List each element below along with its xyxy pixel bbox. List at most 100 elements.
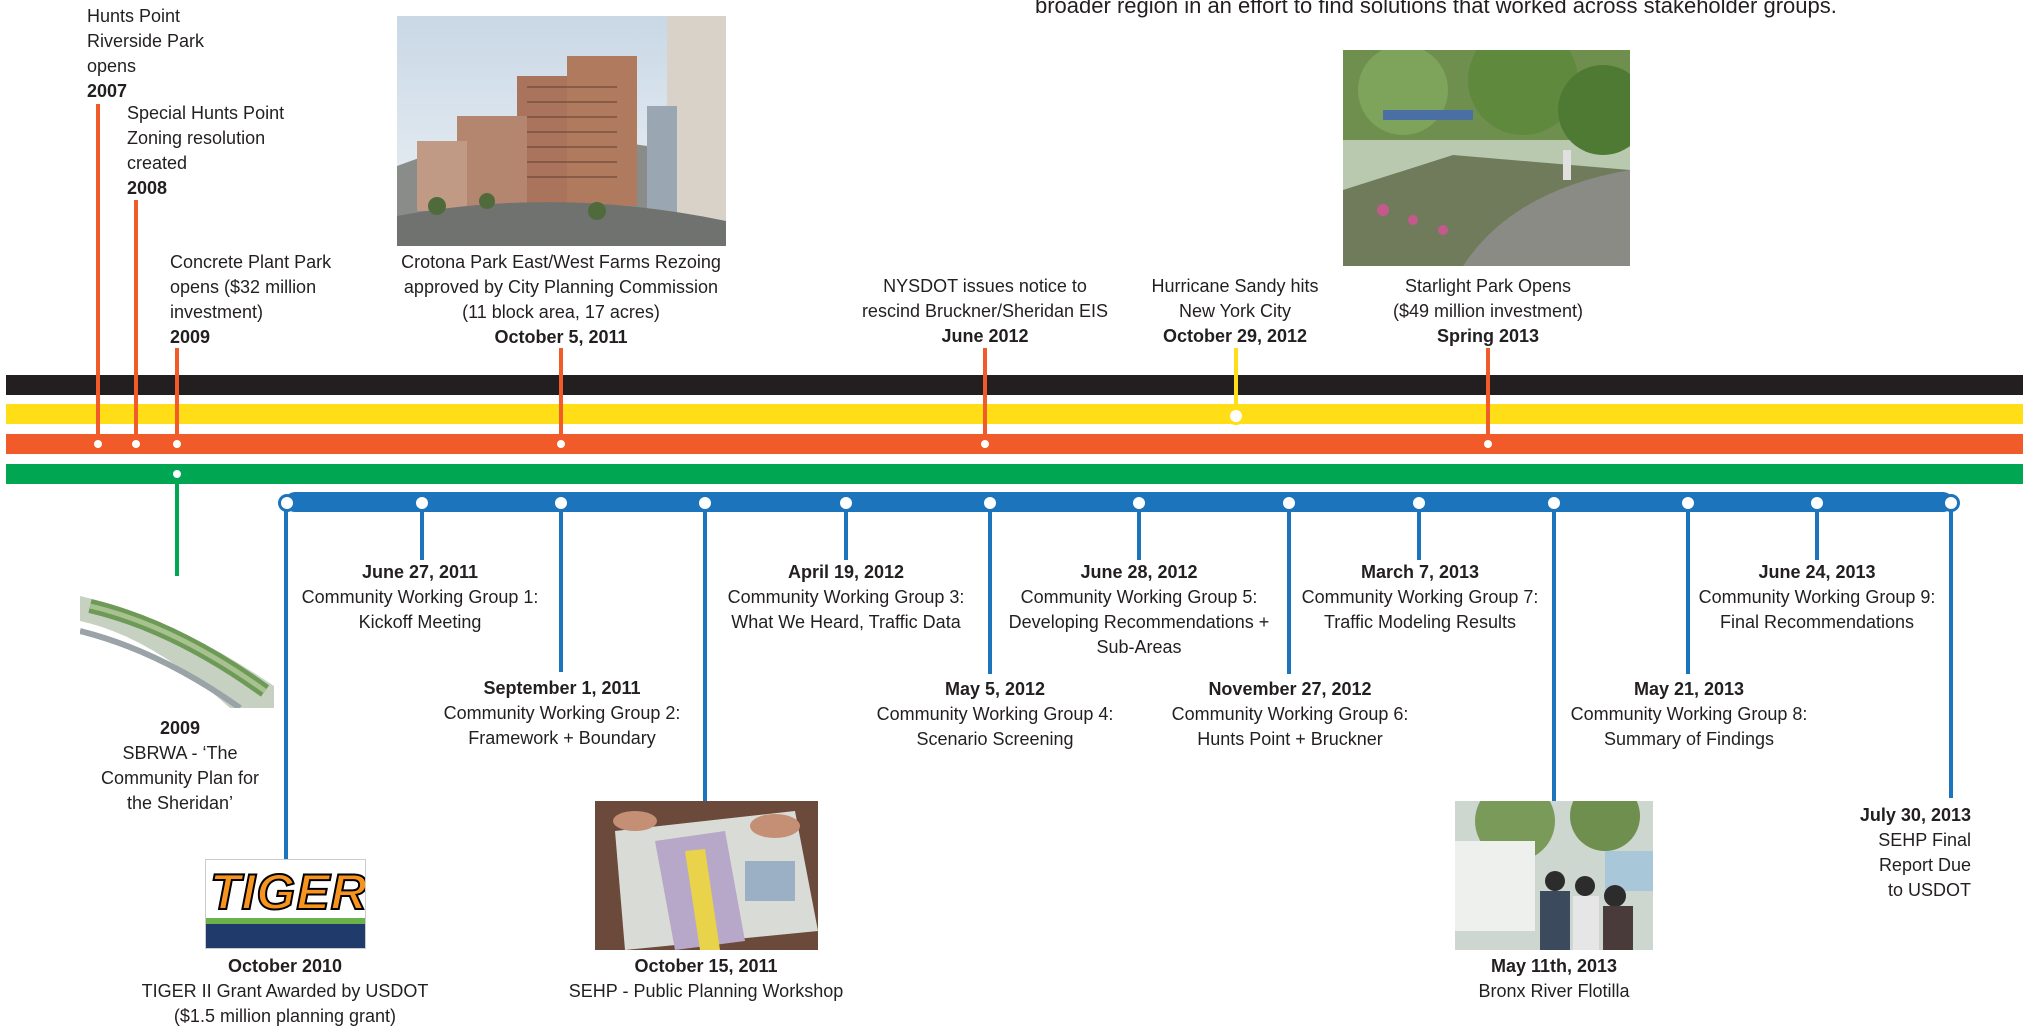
- event-may-21-2013-line1: Community Working Group 8:: [1570, 704, 1808, 724]
- event-oct-15-2011-date: October 15, 2011: [634, 956, 778, 976]
- black-band: [6, 375, 2023, 395]
- event-june-2012: NYSDOT issues notice to rescind Bruckner…: [845, 274, 1125, 349]
- crotona-rendering-image: [397, 16, 726, 246]
- connector-june-2012: [983, 348, 987, 444]
- event-oct-2010-line2: ($1.5 million planning grant): [173, 1006, 397, 1026]
- event-2009-line1: Concrete Plant Park: [170, 252, 332, 272]
- event-may-2012-line2: Scenario Screening: [916, 729, 1074, 749]
- node-sep-2011: [552, 494, 570, 512]
- event-june-27-2011: June 27, 2011 Community Working Group 1:…: [290, 560, 550, 635]
- event-spring-2013-line2: ($49 million investment): [1392, 301, 1584, 321]
- node-2007: [91, 437, 105, 451]
- event-nov-2012-line1: Community Working Group 6:: [1171, 704, 1409, 724]
- planning-workshop-image: [595, 801, 818, 950]
- event-june-28-2012: June 28, 2012 Community Working Group 5:…: [994, 560, 1284, 660]
- event-2009: Concrete Plant Park opens ($32 million i…: [170, 250, 331, 350]
- connector-may-11-2013: [1552, 502, 1556, 802]
- event-spring-2013-date: Spring 2013: [1436, 326, 1540, 346]
- event-2009-line3: investment): [170, 302, 264, 322]
- event-nov-2012: November 27, 2012 Community Working Grou…: [1160, 677, 1420, 752]
- event-mar-2013-date: March 7, 2013: [1360, 562, 1480, 582]
- event-may-2012-date: May 5, 2012: [944, 679, 1046, 699]
- connector-mar-2013: [1417, 502, 1421, 560]
- event-green-2009-date: 2009: [159, 718, 201, 738]
- sheridan-plan-image: [80, 576, 274, 708]
- event-mar-2013-line2: Traffic Modeling Results: [1323, 612, 1517, 632]
- event-oct-2011-line2: approved by City Planning Commission: [403, 277, 719, 297]
- event-sep-2011: September 1, 2011 Community Working Grou…: [432, 676, 692, 751]
- event-green-2009-line2: Community Plan for: [100, 768, 260, 788]
- event-apr-2012-line2: What We Heard, Traffic Data: [731, 612, 961, 632]
- node-blue-end: [1942, 494, 1960, 512]
- node-june-2012: [978, 437, 992, 451]
- connector-2009: [175, 348, 179, 444]
- event-2008-line2: Zoning resolution: [127, 128, 266, 148]
- event-oct-2010: October 2010 TIGER II Grant Awarded by U…: [130, 954, 440, 1029]
- event-june-2012-line1: NYSDOT issues notice to: [883, 276, 1087, 296]
- event-sandy-line1: Hurricane Sandy hits: [1151, 276, 1319, 296]
- event-2009-line2: opens ($32 million: [170, 277, 317, 297]
- connector-sandy: [1234, 348, 1238, 414]
- connector-june-28-2012: [1137, 502, 1141, 560]
- connector-may-2012: [988, 502, 992, 674]
- event-sandy: Hurricane Sandy hits New York City Octob…: [1135, 274, 1335, 349]
- tiger-logo-text: TIGER: [209, 863, 366, 921]
- tiger-logo-swoosh: [206, 918, 365, 924]
- node-oct-2011: [554, 437, 568, 451]
- event-2007-line3: opens: [87, 56, 137, 76]
- node-oct-15-2011: [696, 494, 714, 512]
- connector-green-2009: [175, 474, 179, 576]
- event-sandy-line2: New York City: [1178, 301, 1292, 321]
- starlight-park-image: [1343, 50, 1630, 266]
- connector-oct-15-2011: [703, 502, 707, 802]
- event-oct-2011-line3: (11 block area, 17 acres): [462, 302, 660, 322]
- event-apr-2012-date: April 19, 2012: [787, 562, 905, 582]
- node-june-28-2012: [1130, 494, 1148, 512]
- event-may-21-2013-date: May 21, 2013: [1633, 679, 1745, 699]
- event-july-2013-date: July 30, 2013: [1859, 805, 1971, 825]
- event-apr-2012-line1: Community Working Group 3:: [727, 587, 965, 607]
- event-june-2012-date: June 2012: [941, 326, 1029, 346]
- event-june-24-2013-date: June 24, 2013: [1758, 562, 1876, 582]
- event-june-27-2011-line1: Community Working Group 1:: [301, 587, 539, 607]
- event-2008-line3: created: [127, 153, 188, 173]
- node-mar-2013: [1410, 494, 1428, 512]
- event-2007: Hunts Point Riverside Park opens 2007: [87, 4, 204, 104]
- connector-may-21-2013: [1686, 502, 1690, 674]
- event-june-24-2013-line1: Community Working Group 9:: [1698, 587, 1936, 607]
- event-sep-2011-date: September 1, 2011: [483, 678, 641, 698]
- event-green-2009: 2009 SBRWA - ‘The Community Plan for the…: [95, 716, 265, 816]
- yellow-band: [6, 404, 2023, 424]
- connector-nov-2012: [1287, 502, 1291, 674]
- event-sandy-date: October 29, 2012: [1162, 326, 1308, 346]
- event-sep-2011-line2: Framework + Boundary: [468, 728, 656, 748]
- connector-apr-2012: [844, 502, 848, 560]
- event-mar-2013-line1: Community Working Group 7:: [1301, 587, 1539, 607]
- event-june-28-2012-line1: Community Working Group 5:: [1020, 587, 1258, 607]
- event-june-28-2012-line2: Developing Recommendations +: [1008, 612, 1270, 632]
- event-june-24-2013-line2: Final Recommendations: [1719, 612, 1915, 632]
- event-mar-2013: March 7, 2013 Community Working Group 7:…: [1290, 560, 1550, 635]
- event-2007-date: 2007: [87, 81, 128, 101]
- tiger-logo-stripe: [206, 922, 365, 948]
- event-2007-line2: Riverside Park: [87, 31, 205, 51]
- event-2008-date: 2008: [127, 178, 168, 198]
- node-june-24-2013: [1808, 494, 1826, 512]
- event-nov-2012-line2: Hunts Point + Bruckner: [1197, 729, 1383, 749]
- connector-2008: [134, 200, 138, 444]
- connector-2007: [96, 104, 100, 444]
- event-oct-2011-line1: Crotona Park East/West Farms Rezoing: [401, 252, 721, 272]
- event-may-11-2013-line1: Bronx River Flotilla: [1478, 981, 1630, 1001]
- node-may-21-2013: [1679, 494, 1697, 512]
- intro-text: broader region in an effort to find solu…: [1035, 0, 1837, 18]
- node-green-2009: [170, 467, 184, 481]
- connector-june-27-2011: [420, 502, 424, 560]
- flotilla-image: [1455, 801, 1653, 950]
- node-apr-2012: [837, 494, 855, 512]
- event-july-2013: July 30, 2013 SEHP Final Report Due to U…: [1800, 803, 1971, 903]
- event-apr-2012: April 19, 2012 Community Working Group 3…: [716, 560, 976, 635]
- node-spring-2013: [1481, 437, 1495, 451]
- green-band: [6, 464, 2023, 484]
- event-2008-line1: Special Hunts Point: [127, 103, 285, 123]
- event-nov-2012-date: November 27, 2012: [1208, 679, 1372, 699]
